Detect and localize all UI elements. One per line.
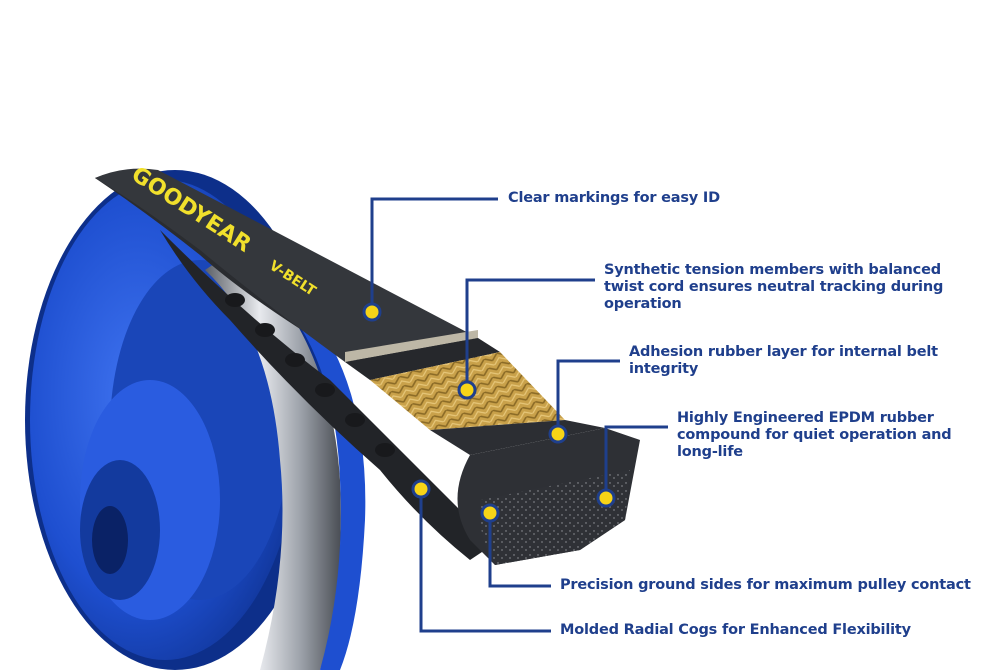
leader-line-epdm xyxy=(604,425,668,497)
callout-epdm-compound: Highly Engineered EPDM rubber compound f… xyxy=(677,410,952,460)
marker-markings xyxy=(362,302,382,322)
callout-radial-cogs: Molded Radial Cogs for Enhanced Flexibil… xyxy=(560,622,911,638)
marker-tension xyxy=(457,380,477,400)
leader-line-tension xyxy=(465,278,595,388)
marker-precision xyxy=(480,503,500,523)
callout-tension-members: Synthetic tension members with balanced … xyxy=(604,262,944,312)
leader-line-cogs xyxy=(419,489,551,633)
leader-lines xyxy=(370,197,668,633)
leader-line-adhesion xyxy=(556,359,620,433)
callout-adhesion-layer: Adhesion rubber layer for internal belt … xyxy=(629,344,938,377)
marker-cogs xyxy=(411,479,431,499)
marker-adhesion xyxy=(548,424,568,444)
leader-line-precision xyxy=(488,513,551,588)
callout-markers xyxy=(362,302,616,523)
marker-epdm xyxy=(596,488,616,508)
v-belt xyxy=(95,168,640,565)
callout-clear-markings: Clear markings for easy ID xyxy=(508,190,720,206)
callout-precision-sides: Precision ground sides for maximum pulle… xyxy=(560,577,971,593)
leader-line-markings xyxy=(370,197,498,310)
